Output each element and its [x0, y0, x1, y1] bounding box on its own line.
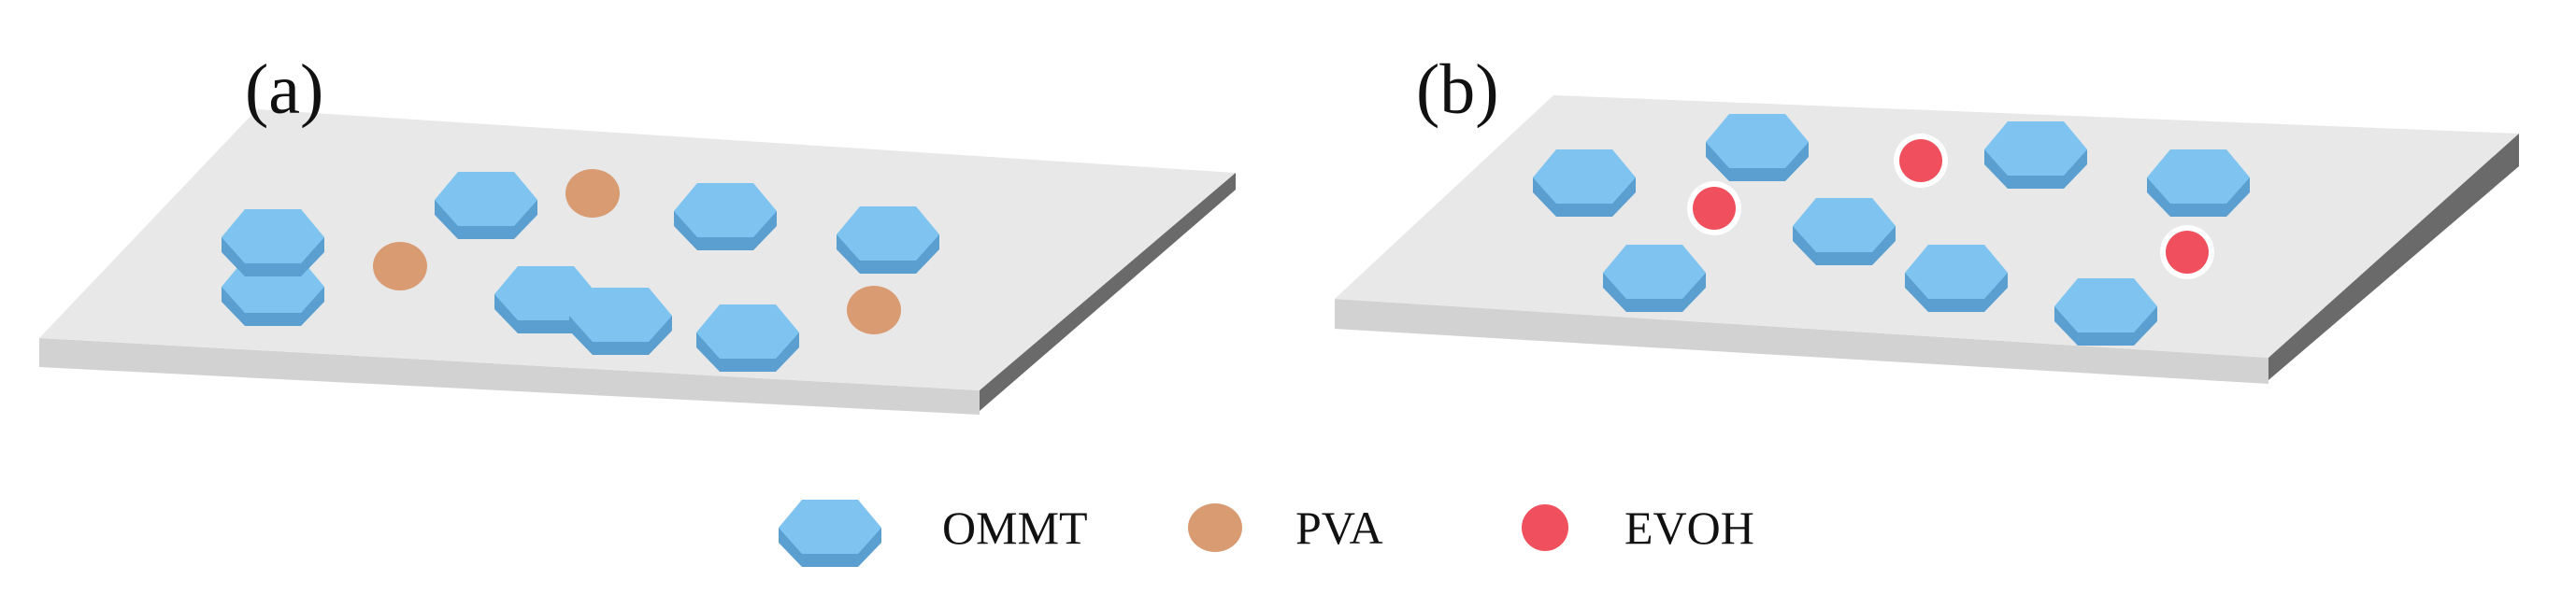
ommt-platelet [1706, 114, 1809, 181]
ommt-platelet [2054, 278, 2157, 346]
ommt-platelet [435, 172, 537, 239]
substrate-a-front [39, 338, 980, 415]
ommt-platelet [1603, 245, 1706, 312]
ommt-platelet [674, 183, 777, 250]
ommt-platelet [696, 304, 799, 372]
ommt-platelet [569, 288, 672, 355]
ommt-platelet [222, 209, 324, 276]
substrate-b-front [1335, 299, 2268, 384]
legend-label-pva: PVA [1295, 502, 1383, 554]
pva-particle [373, 242, 427, 290]
evoh-particle [2160, 225, 2214, 279]
ommt-platelet [837, 206, 939, 274]
pva-particle [565, 169, 620, 218]
substrate-b-side [2268, 134, 2519, 380]
substrate-a-top [39, 109, 1236, 390]
ommt-platelet [1984, 121, 2087, 189]
ommt-platelet [1533, 149, 1636, 217]
legend-label-evoh: EVOH [1624, 502, 1754, 554]
pva-particle [847, 286, 901, 334]
ommt-platelet [1793, 198, 1896, 265]
legend-ommt-icon [779, 500, 881, 567]
legend-label-ommt: OMMT [942, 502, 1088, 554]
panel-label-a: (a) [245, 50, 324, 129]
legend-pva-icon [1188, 503, 1242, 552]
substrate-a [39, 109, 1236, 415]
substrate-a-side [980, 173, 1236, 411]
evoh-particle [1687, 181, 1741, 235]
legend [779, 500, 1568, 567]
ommt-platelet [1905, 245, 2008, 312]
evoh-particle [1894, 134, 1948, 188]
legend-evoh-icon [1522, 504, 1568, 551]
ommt-platelet [2147, 149, 2250, 217]
panel-label-b: (b) [1416, 50, 1499, 129]
